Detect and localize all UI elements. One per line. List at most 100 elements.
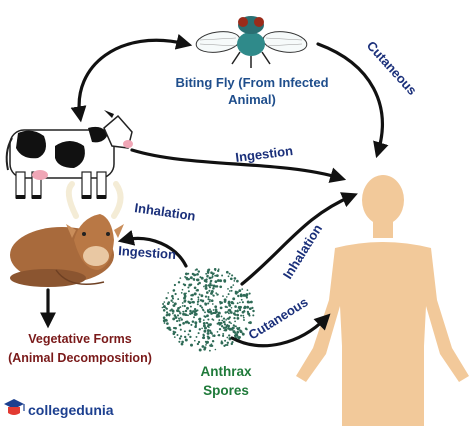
- spore-dot: [220, 340, 223, 343]
- spore-dot: [168, 326, 170, 329]
- spore-dot: [213, 272, 215, 275]
- spore-dot: [162, 303, 165, 305]
- arrows: [40, 33, 389, 348]
- spore-dot: [234, 305, 237, 308]
- arrow-cow-human: [130, 148, 347, 183]
- spore-dot: [236, 313, 240, 317]
- spore-dot: [173, 283, 176, 287]
- spore-dot: [179, 328, 182, 331]
- spore-dot: [208, 300, 211, 303]
- spore-dot: [201, 327, 203, 330]
- spore-dot: [166, 313, 169, 316]
- cow-icon: [5, 110, 133, 199]
- spore-dot: [184, 309, 188, 313]
- spore-dot: [207, 336, 210, 339]
- spore-dot: [211, 303, 214, 305]
- spore-dot: [238, 326, 241, 329]
- spore-dot: [214, 305, 218, 309]
- spore-dot: [206, 310, 209, 313]
- spore-dot: [185, 292, 187, 295]
- spore-dot: [177, 298, 180, 301]
- spore-dot: [187, 290, 190, 293]
- spore-dot: [178, 323, 182, 327]
- spore-dot: [208, 289, 211, 292]
- spore-dot: [187, 272, 190, 275]
- spore-dot: [178, 337, 182, 340]
- spore-dot: [207, 318, 210, 321]
- spore-dot: [183, 283, 187, 287]
- spore-dot: [174, 292, 177, 296]
- spore-dot: [228, 334, 231, 337]
- spore-dot: [248, 321, 250, 324]
- spore-dot: [207, 284, 211, 287]
- spore-dot: [197, 283, 200, 286]
- spore-dot: [212, 294, 215, 297]
- fly-label-line2: Animal): [228, 92, 276, 107]
- spore-dot: [199, 304, 202, 308]
- spore-dot: [193, 307, 197, 311]
- spore-dot: [179, 306, 182, 309]
- spore-dot: [248, 321, 252, 325]
- spore-dot: [197, 332, 200, 335]
- spore-dot: [215, 285, 219, 288]
- spore-dot: [223, 323, 227, 326]
- spore-dot: [213, 311, 217, 315]
- graduation-cap-icon: [4, 399, 25, 415]
- spore-dot: [218, 327, 222, 331]
- spore-dot: [201, 345, 205, 348]
- spore-dot: [198, 318, 201, 321]
- spore-dot: [189, 309, 192, 313]
- spore-dot: [211, 275, 214, 277]
- spore-dot: [183, 294, 187, 298]
- spore-dot: [227, 312, 230, 315]
- spore-dot: [181, 288, 184, 291]
- spore-dot: [226, 336, 229, 339]
- spore-dot: [226, 343, 229, 347]
- spore-dot: [207, 298, 210, 301]
- spore-dot: [212, 309, 215, 311]
- spore-dot: [198, 293, 201, 296]
- spore-dot: [163, 317, 166, 320]
- arrow-spores-ox: [117, 230, 188, 268]
- spore-dot: [220, 301, 223, 305]
- spore-dot: [228, 303, 232, 307]
- spore-dot: [223, 279, 227, 283]
- spore-dot: [172, 304, 175, 307]
- spore-dot: [241, 332, 245, 336]
- spore-dot: [193, 286, 197, 290]
- spore-dot: [172, 330, 175, 333]
- spore-dot: [208, 323, 212, 327]
- spore-dot: [193, 316, 195, 319]
- spore-dot: [172, 301, 174, 304]
- spore-dot: [172, 289, 175, 292]
- spore-dot: [213, 334, 216, 337]
- spore-dot: [203, 348, 206, 351]
- spore-dot: [223, 344, 226, 347]
- vegetative-label-line2: (Animal Decomposition): [8, 351, 152, 365]
- spore-dot: [252, 314, 255, 317]
- spore-dot: [176, 309, 179, 312]
- vegetative-label-line1: Vegetative Forms: [28, 332, 132, 346]
- spore-dot: [188, 301, 192, 305]
- spore-dot: [182, 322, 185, 325]
- spore-dot: [225, 319, 227, 321]
- spore-dot: [192, 278, 196, 281]
- spore-dot: [194, 312, 198, 316]
- spore-dot: [210, 291, 213, 295]
- spore-dot: [177, 281, 181, 284]
- spore-dot: [216, 293, 219, 296]
- spore-cloud: [161, 267, 255, 352]
- spore-dot: [234, 320, 236, 323]
- spore-dot: [200, 306, 204, 309]
- spore-dot: [184, 299, 187, 302]
- spore-dot: [246, 310, 250, 314]
- spore-dot: [228, 337, 231, 340]
- spore-dot: [202, 319, 205, 321]
- spore-dot: [170, 299, 173, 302]
- spore-dot: [191, 300, 194, 304]
- spore-dot: [209, 298, 211, 301]
- spore-dot: [216, 279, 220, 282]
- route-inhalation-ox: Inhalation: [134, 200, 197, 223]
- spore-dot: [230, 322, 232, 325]
